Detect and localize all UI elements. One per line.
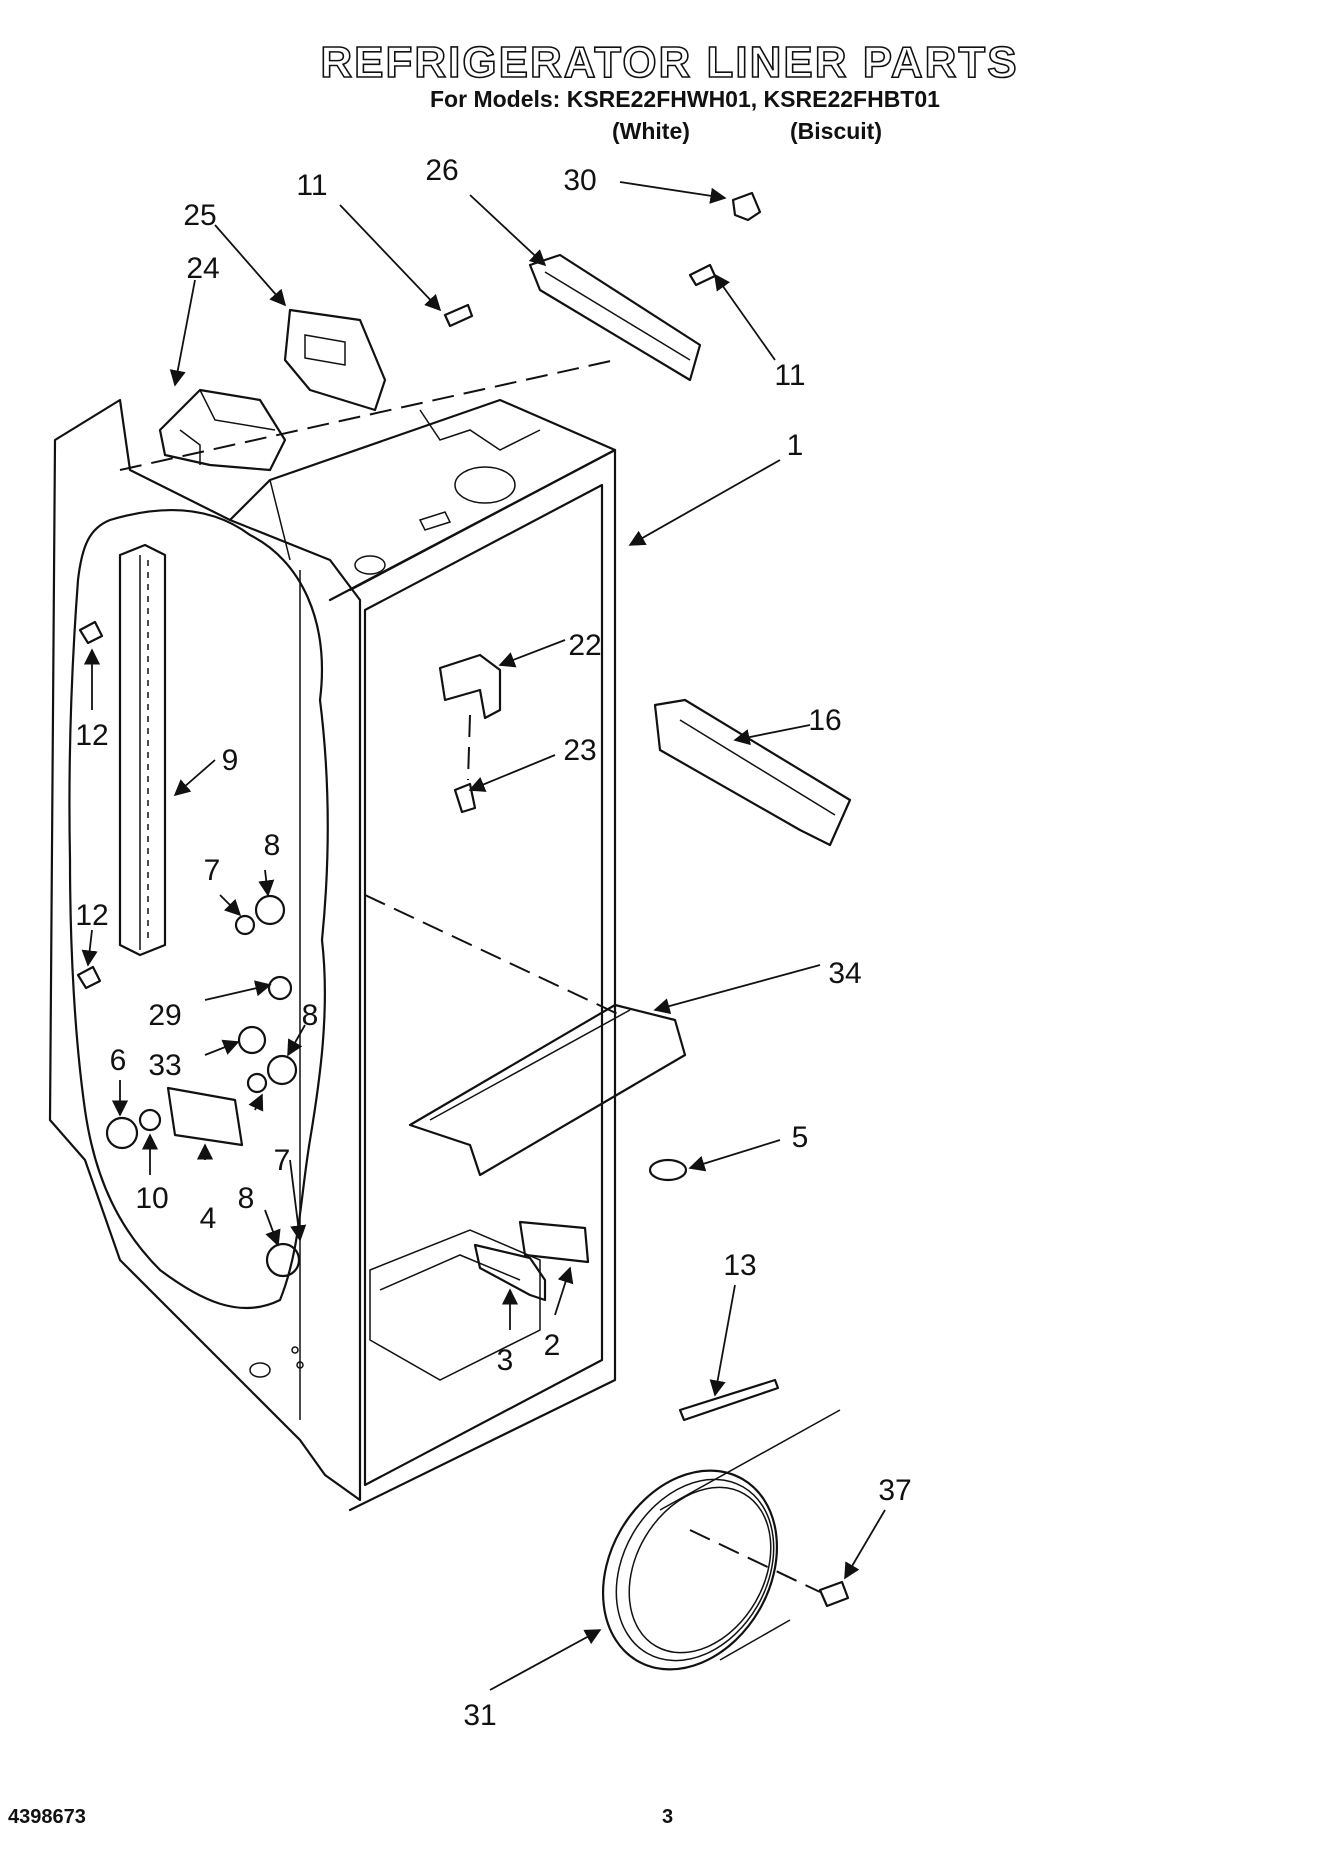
part-12-screw-a [78,620,104,645]
callout-3: 3 [497,1344,514,1377]
callout-11-right: 11 [774,359,805,392]
part-5-grommet [648,1158,688,1182]
part-3-bracket [473,1243,547,1302]
models-line: For Models: KSRE22FHWH01, KSRE22FHBT01 [430,86,940,112]
callout-11-top: 11 [296,169,327,202]
callout-22: 22 [568,629,601,662]
part-11-screw-b [688,263,717,287]
callout-8-lower: 8 [238,1182,255,1215]
callout-37: 37 [878,1474,911,1507]
part-8-roller-a [254,894,286,926]
callout-24: 24 [186,252,219,285]
callout-30: 30 [563,164,596,197]
page-number: 3 [662,1806,674,1828]
page-title: REFRIGERATOR LINER PARTS [320,37,1019,88]
variant-biscuit: (Biscuit) [790,118,882,144]
part-11-screw-a [443,303,474,328]
part-4-grille [166,1086,244,1147]
callout-5: 5 [792,1121,809,1154]
part-12-screw-b [76,965,102,990]
callout-31: 31 [463,1699,496,1732]
part-13-cable-tie [678,1378,780,1422]
part-30-clip [731,191,762,222]
callout-12-top: 12 [75,719,108,752]
variant-white: (White) [612,118,690,144]
callout-2: 2 [544,1329,561,1362]
part-16-crisper-cover [653,698,852,847]
document-number: 4398673 [8,1806,86,1828]
part-22-bracket [438,653,502,720]
part-7-screw-b [246,1072,268,1094]
part-23-screw [453,782,477,814]
callout-4: 4 [200,1202,217,1235]
callout-29: 29 [148,999,181,1032]
callout-16: 16 [808,704,841,737]
callout-12-bottom: 12 [75,899,108,932]
part-7-screw-a [234,914,256,936]
part-9-shelf-ladder [118,543,167,957]
callout-1: 1 [787,429,804,462]
part-31-water-tube [601,1409,841,1671]
part-37-screw [818,1580,850,1608]
callout-34: 34 [828,957,861,990]
callout-10: 10 [135,1182,168,1215]
part-34-light-shield [408,1003,687,1177]
liner-cabinet [48,359,621,1512]
callout-23: 23 [563,734,596,767]
callout-13: 13 [723,1249,756,1282]
part-33-bulb [237,1025,267,1055]
callout-25: 25 [183,199,216,232]
part-24-control-housing [158,388,287,472]
part-8-roller-c [265,1242,301,1278]
callout-9: 9 [222,744,239,777]
part-2-bracket [518,1220,590,1264]
callout-7-lower: 7 [274,1144,291,1177]
callout-6: 6 [110,1044,127,1077]
callout-33: 33 [148,1049,181,1082]
callout-8-upper: 8 [264,829,281,862]
part-10-knob [138,1108,162,1132]
part-29-socket [267,975,293,1001]
leader-lines [81,181,886,1691]
part-6-damper [105,1116,139,1150]
part-25-cover [283,308,387,412]
part-26-rail [528,253,702,382]
part-8-roller-b [266,1054,298,1086]
callout-8-middle: 8 [302,999,319,1032]
callout-7-upper: 7 [204,854,221,887]
callout-26: 26 [425,154,458,187]
